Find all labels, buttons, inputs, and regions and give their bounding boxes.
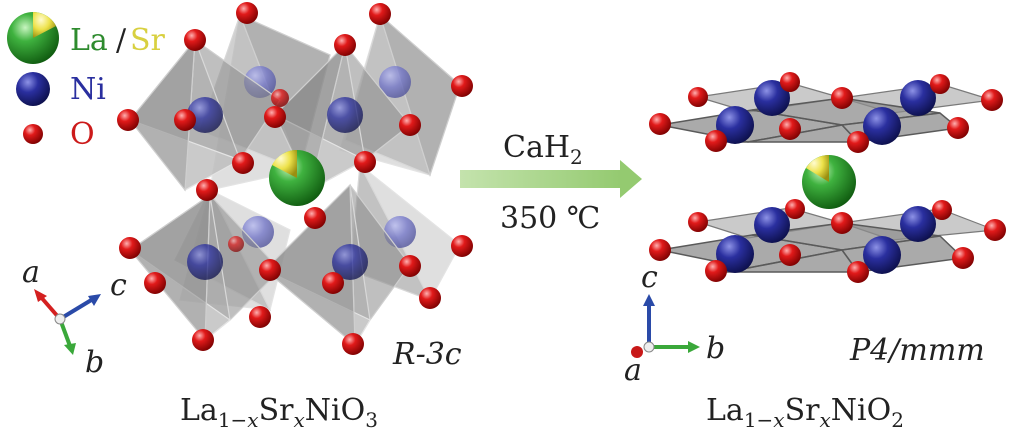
legend-la-label: La	[70, 23, 108, 58]
left-axis-c-label: c	[110, 268, 127, 303]
right-space-group: P4/mmm	[849, 333, 985, 368]
left-space-group: R-3c	[392, 337, 462, 372]
legend-o-label: O	[70, 117, 95, 152]
right-axis-a-label: a	[624, 353, 642, 388]
left-crystal-structure: a c b R-3c	[22, 2, 473, 380]
legend-ni-label: Ni	[70, 72, 106, 107]
ni-atom	[187, 244, 223, 280]
ni-atom	[863, 107, 901, 145]
right-axis-c-label: c	[641, 260, 658, 295]
la-sr-atom-center	[269, 150, 325, 206]
left-axis-a-label: a	[22, 255, 40, 290]
temperature-label: 350 ℃	[500, 201, 600, 236]
reaction-arrow	[460, 160, 642, 198]
right-crystal-structure: c b a P4/mmm	[624, 72, 1006, 388]
left-formula: La1−xSrxNiO3	[180, 393, 378, 430]
right-axis-b-label: b	[706, 331, 725, 366]
right-axis-triad	[631, 294, 700, 358]
reagent-label: CaH2	[503, 130, 583, 169]
right-formula: La1−xSrxNiO2	[706, 393, 904, 430]
ni-legend-sphere	[16, 72, 50, 106]
la-sr-legend-sphere	[7, 12, 59, 64]
left-axis-b-label: b	[85, 345, 104, 380]
ni-atom	[327, 97, 363, 133]
ni-atom	[754, 207, 790, 243]
o-legend-sphere	[23, 124, 43, 144]
legend-sr-label: Sr	[130, 23, 166, 58]
ni-atom	[863, 236, 901, 274]
legend-slash: /	[116, 23, 127, 58]
la-sr-atom-center-right	[802, 155, 856, 209]
ni-atom	[900, 206, 936, 242]
